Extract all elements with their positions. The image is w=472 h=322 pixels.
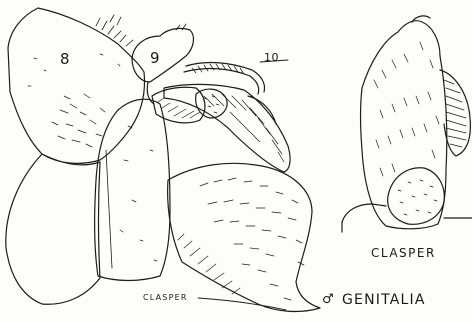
segment-8-plate [8,8,145,163]
segment-10-label: 10 [264,51,279,64]
clasper-detail [342,16,472,232]
inner-process [164,84,290,172]
segment-9-label: 9 [150,49,160,67]
left-figure-clasper [168,163,320,311]
segment-8-label: 8 [60,50,70,68]
genitalia-caption: GENITALIA [342,292,426,308]
clasper-label-right: CLASPER [371,246,436,260]
segment-10-process [184,60,288,94]
clasper-label-left: CLASPER [143,293,188,302]
lower-left-lobe [6,154,100,304]
male-symbol: ♂ [322,292,334,307]
segment-9-lobe [132,24,193,104]
